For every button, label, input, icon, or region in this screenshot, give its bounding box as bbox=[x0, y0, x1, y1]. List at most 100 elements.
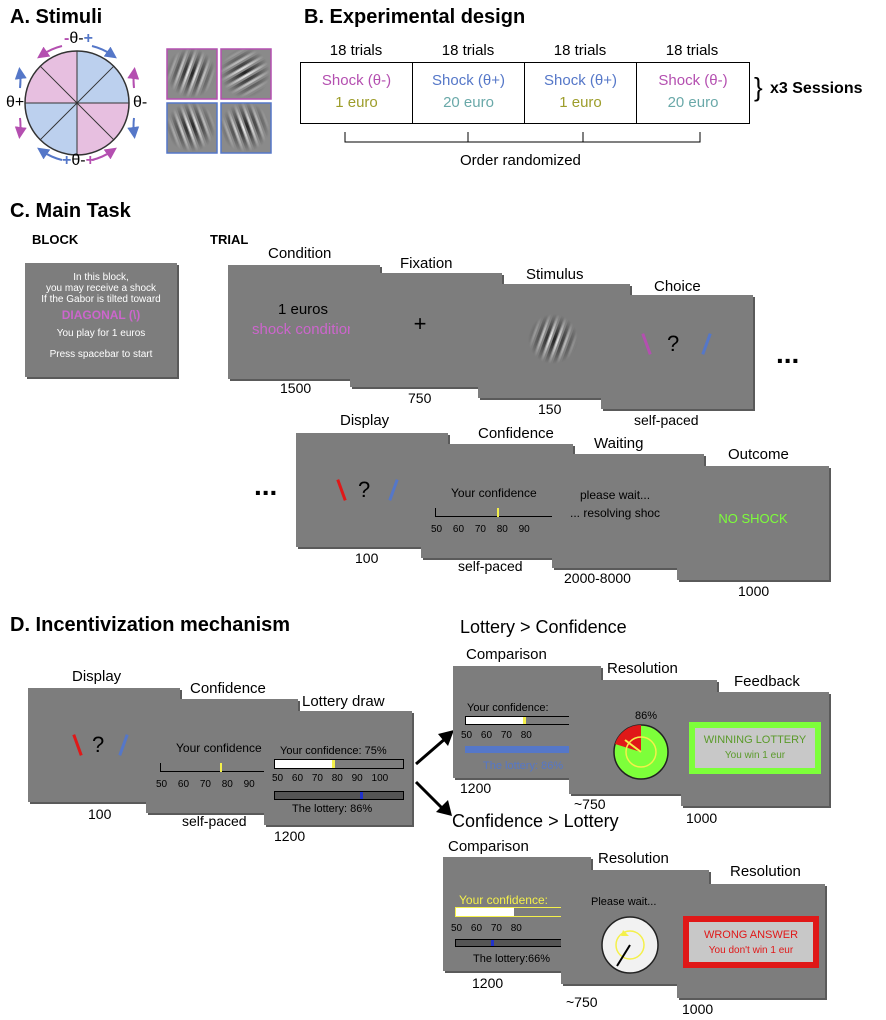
duration: 1000 bbox=[686, 810, 718, 826]
tick-label: 80 bbox=[331, 773, 343, 784]
tick-label: 50 bbox=[461, 730, 473, 741]
win-subtext: You win 1 eur bbox=[724, 750, 786, 761]
confidence-prompt: Your confidence bbox=[176, 741, 262, 755]
duration: 150 bbox=[538, 401, 562, 417]
tick-label: 80 bbox=[221, 779, 233, 790]
shock-condition: Shock (θ-) bbox=[321, 72, 392, 89]
gabor-stimulus bbox=[528, 314, 578, 364]
resolution-percent: 86% bbox=[635, 710, 658, 722]
diagonal-label: DIAGONAL (\) bbox=[61, 308, 141, 322]
confidence-fill bbox=[275, 760, 333, 768]
lottery-text: The lottery: 86% bbox=[292, 803, 373, 815]
confidence-label: Confidence bbox=[478, 425, 554, 442]
feedback-screen: WRONG ANSWER You don't win 1 eur bbox=[677, 884, 825, 998]
resolution-label: Resolution bbox=[607, 660, 678, 677]
outcome-label: Outcome bbox=[728, 446, 789, 463]
confidence-marker bbox=[497, 508, 499, 517]
trial-count: 18 trials bbox=[441, 42, 495, 59]
panel-c-title: C. Main Task bbox=[10, 200, 131, 222]
lottery-marker bbox=[491, 940, 494, 946]
gabor-examples bbox=[166, 48, 272, 154]
lottery-screen: Your confidence: 75% 50 60 70 80 90 100 … bbox=[264, 711, 412, 825]
theta-label: θ- bbox=[69, 30, 84, 47]
duration: 1200 bbox=[274, 828, 306, 844]
lottery-wheel-pending bbox=[601, 916, 659, 974]
branch-title: Lottery > Confidence bbox=[460, 617, 627, 637]
confidence-fill bbox=[456, 908, 514, 916]
duration: 100 bbox=[355, 550, 379, 566]
duration: 1200 bbox=[460, 780, 492, 796]
left-option-bar bbox=[336, 479, 347, 501]
tick-label: 60 bbox=[291, 773, 304, 784]
block-text: If the Gabor is tilted toward bbox=[41, 294, 161, 305]
theta-label: θ- bbox=[133, 94, 148, 111]
comparison-confidence-text: Your confidence: bbox=[459, 893, 548, 907]
display-label: Display bbox=[72, 668, 122, 685]
confidence-bar bbox=[274, 759, 404, 769]
lose-subtext: You don't win 1 eur bbox=[708, 945, 794, 956]
condition-shock: shock condition bbox=[252, 321, 356, 338]
trial-count: 18 trials bbox=[329, 42, 383, 59]
block-cell: Shock (θ-) 1 euro bbox=[301, 63, 413, 123]
tick-label: 70 bbox=[474, 524, 486, 535]
right-option-bar bbox=[118, 734, 129, 756]
duration: self-paced bbox=[182, 813, 247, 829]
resolution-wait-text: Please wait... bbox=[591, 896, 657, 908]
choice-screen: ? bbox=[601, 295, 753, 409]
feedback-label: Resolution bbox=[730, 863, 801, 880]
left-option-bar bbox=[72, 734, 83, 756]
theta-label: θ+ bbox=[6, 94, 25, 111]
panel-a-title: A. Stimuli bbox=[10, 6, 103, 28]
wheel-sign: + bbox=[83, 30, 93, 47]
sessions-label: x3 Sessions bbox=[770, 80, 863, 97]
resolution-label: Resolution bbox=[598, 850, 669, 867]
question-mark: ? bbox=[667, 331, 680, 356]
fixation-screen: + bbox=[350, 273, 502, 387]
lose-box: WRONG ANSWER You don't win 1 eur bbox=[683, 916, 819, 968]
outcome-screen: NO SHOCK bbox=[677, 466, 829, 580]
duration: ~750 bbox=[574, 796, 606, 812]
right-option-bar bbox=[701, 333, 712, 355]
block-table: Shock (θ-) 1 euro Shock (θ+) 20 euro Sho… bbox=[300, 62, 750, 124]
block-instruction-screen: In this block, you may receive a shock I… bbox=[25, 263, 177, 377]
condition-amount: 1 euros bbox=[277, 301, 329, 318]
fixation-cross: + bbox=[413, 311, 427, 336]
reward-amount: 20 euro bbox=[667, 94, 719, 111]
trial-count: 18 trials bbox=[553, 42, 607, 59]
duration: 100 bbox=[88, 806, 112, 822]
branch-title: Confidence > Lottery bbox=[452, 811, 619, 831]
trial-count: 18 trials bbox=[665, 42, 719, 59]
tick-label: 80 bbox=[520, 730, 532, 741]
panel-d-title: D. Incentivization mechanism bbox=[10, 614, 291, 636]
panel-b-title: B. Experimental design bbox=[304, 6, 526, 28]
tick-label: 70 bbox=[311, 773, 323, 784]
confidence-fill bbox=[466, 717, 524, 724]
tick-label: 90 bbox=[351, 773, 363, 784]
outcome-text: NO SHOCK bbox=[718, 511, 788, 526]
block-text: You play for 1 euros bbox=[56, 328, 146, 339]
block-cell: Shock (θ+) 20 euro bbox=[413, 63, 525, 123]
left-option-bar bbox=[641, 333, 652, 355]
tick-label: 50 bbox=[431, 524, 443, 535]
question-mark: ? bbox=[358, 477, 371, 502]
confidence-screen: Your confidence 50 60 70 80 90 bbox=[421, 444, 573, 558]
shock-condition: Shock (θ+) bbox=[432, 72, 505, 89]
tick-label: 60 bbox=[177, 779, 190, 790]
waiting-text: please wait... bbox=[580, 488, 651, 502]
order-bracket bbox=[344, 132, 701, 143]
block-cell: Shock (θ+) 1 euro bbox=[525, 63, 637, 123]
lottery-bar bbox=[274, 791, 404, 800]
duration: self-paced bbox=[634, 412, 699, 428]
lottery-text: The lottery:66% bbox=[473, 953, 551, 965]
duration: 1000 bbox=[738, 583, 770, 599]
block-text: Press spacebar to start bbox=[49, 349, 153, 360]
tick-label: 90 bbox=[243, 779, 255, 790]
question-mark: ? bbox=[92, 732, 105, 757]
tick-label: 70 bbox=[490, 923, 502, 934]
lottery-marker bbox=[360, 792, 363, 799]
trial-label: TRIAL bbox=[210, 232, 249, 247]
comparison-confidence-text: Your confidence: bbox=[467, 702, 549, 714]
wheel-sign: + bbox=[85, 152, 95, 169]
confidence-marker bbox=[332, 760, 335, 768]
confidence-scale bbox=[435, 508, 566, 517]
